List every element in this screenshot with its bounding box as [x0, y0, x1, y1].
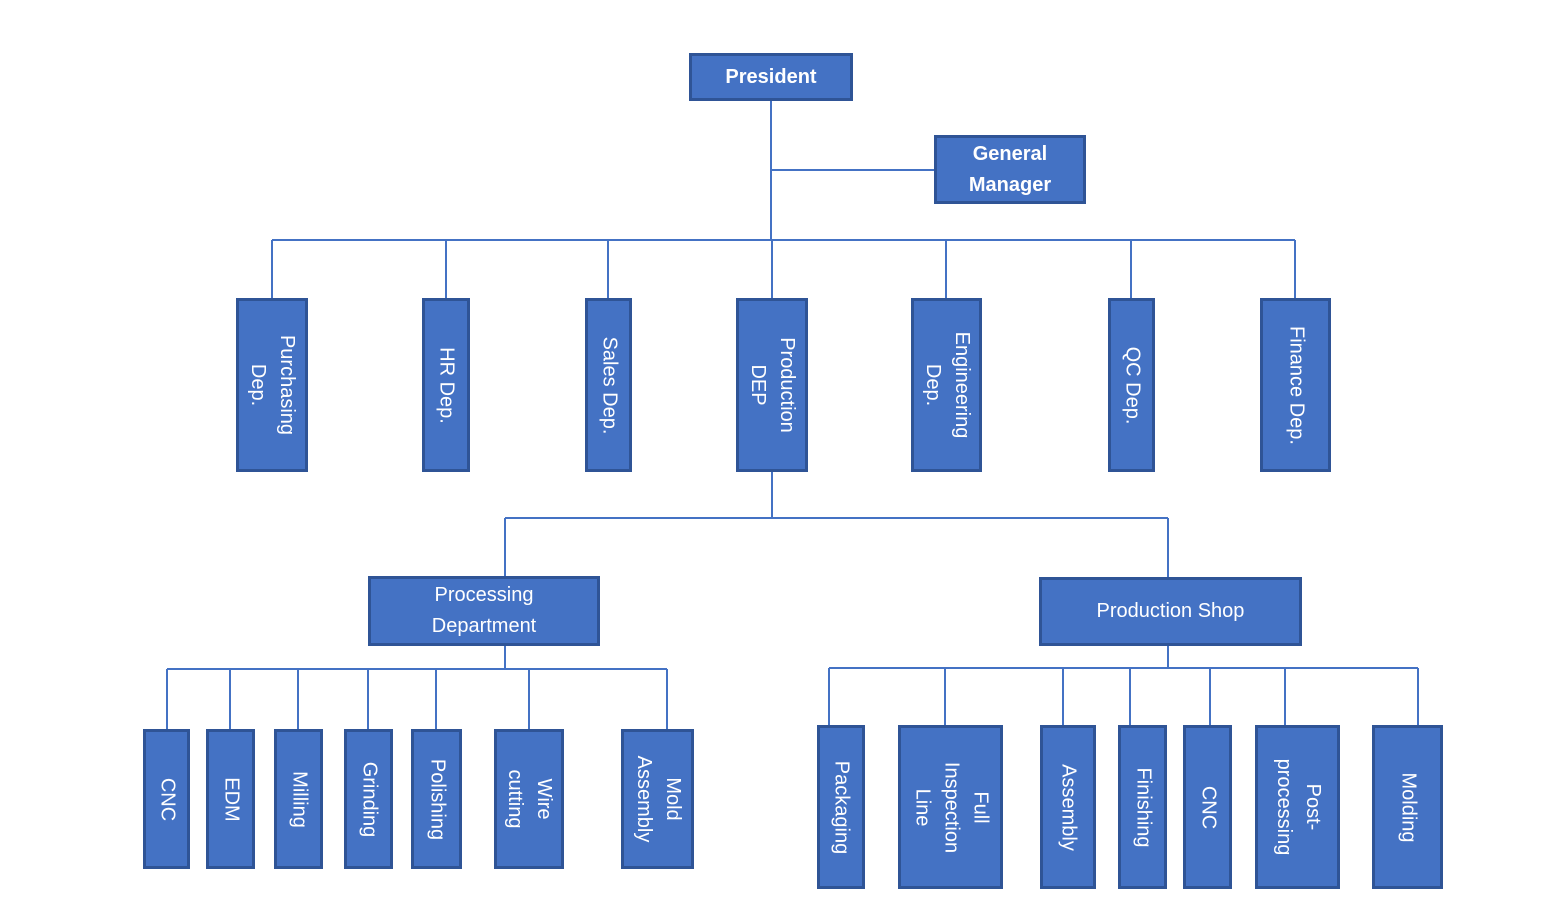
node-label: Production DEP: [747, 337, 798, 433]
node-label: CNC: [1197, 785, 1219, 829]
node-purchasing-dep[interactable]: Purchasing Dep.: [236, 298, 308, 472]
node-label: Polishing: [426, 758, 448, 840]
node-engineering-dep[interactable]: Engineering Dep.: [911, 298, 982, 472]
node-label: QC Dep.: [1121, 346, 1143, 424]
node-label: Wire cutting: [504, 769, 555, 829]
node-cnc[interactable]: CNC: [143, 729, 190, 869]
node-label: Sales Dep.: [598, 336, 620, 434]
node-label: Processing Department: [431, 584, 537, 637]
node-general-manager[interactable]: General Manager: [934, 135, 1086, 204]
node-label: HR Dep.: [435, 346, 458, 424]
node-label: Molding: [1397, 771, 1419, 843]
node-label: General Manager: [968, 142, 1052, 196]
node-label: Purchasing Dep.: [247, 334, 298, 436]
node-label: Engineering Dep.: [921, 331, 973, 439]
node-mold-assembly[interactable]: Mold Assembly: [621, 729, 694, 869]
node-wire-cutting[interactable]: Wire cutting: [494, 729, 564, 869]
node-molding[interactable]: Molding: [1372, 725, 1443, 889]
node-label: Mold Assembly: [632, 755, 684, 843]
node-label: Post- processing: [1272, 758, 1324, 856]
node-label: Production Shop: [1096, 600, 1245, 622]
node-assembly[interactable]: Assembly: [1040, 725, 1096, 889]
node-grinding[interactable]: Grinding: [344, 729, 393, 869]
node-packaging[interactable]: Packaging: [817, 725, 865, 889]
node-label: CNC: [156, 777, 178, 821]
node-president[interactable]: President: [689, 53, 853, 101]
node-label: Finishing: [1132, 766, 1154, 848]
node-full-inspection-line[interactable]: Full Inspection Line: [898, 725, 1003, 889]
node-label: Packaging: [830, 760, 853, 854]
node-label: Finance Dep.: [1285, 325, 1307, 445]
node-production-dep[interactable]: Production DEP: [736, 298, 808, 472]
node-edm[interactable]: EDM: [206, 729, 255, 869]
node-finishing[interactable]: Finishing: [1118, 725, 1167, 889]
node-polishing[interactable]: Polishing: [411, 729, 462, 869]
node-finance-dep[interactable]: Finance Dep.: [1260, 298, 1331, 472]
node-qc-dep[interactable]: QC Dep.: [1108, 298, 1155, 472]
node-processing-department[interactable]: Processing Department: [368, 576, 600, 646]
node-production-shop[interactable]: Production Shop: [1039, 577, 1302, 646]
node-milling[interactable]: Milling: [274, 729, 323, 869]
node-cnc-2[interactable]: CNC: [1183, 725, 1232, 889]
node-post-processing[interactable]: Post- processing: [1255, 725, 1340, 889]
node-label: Full Inspection Line: [911, 761, 991, 853]
node-label: Milling: [288, 770, 310, 828]
node-label: President: [725, 65, 817, 88]
node-hr-dep[interactable]: HR Dep.: [422, 298, 470, 472]
node-label: Grinding: [358, 761, 380, 837]
node-label: Assembly: [1057, 763, 1080, 851]
node-label: EDM: [220, 776, 242, 822]
node-sales-dep[interactable]: Sales Dep.: [585, 298, 632, 472]
